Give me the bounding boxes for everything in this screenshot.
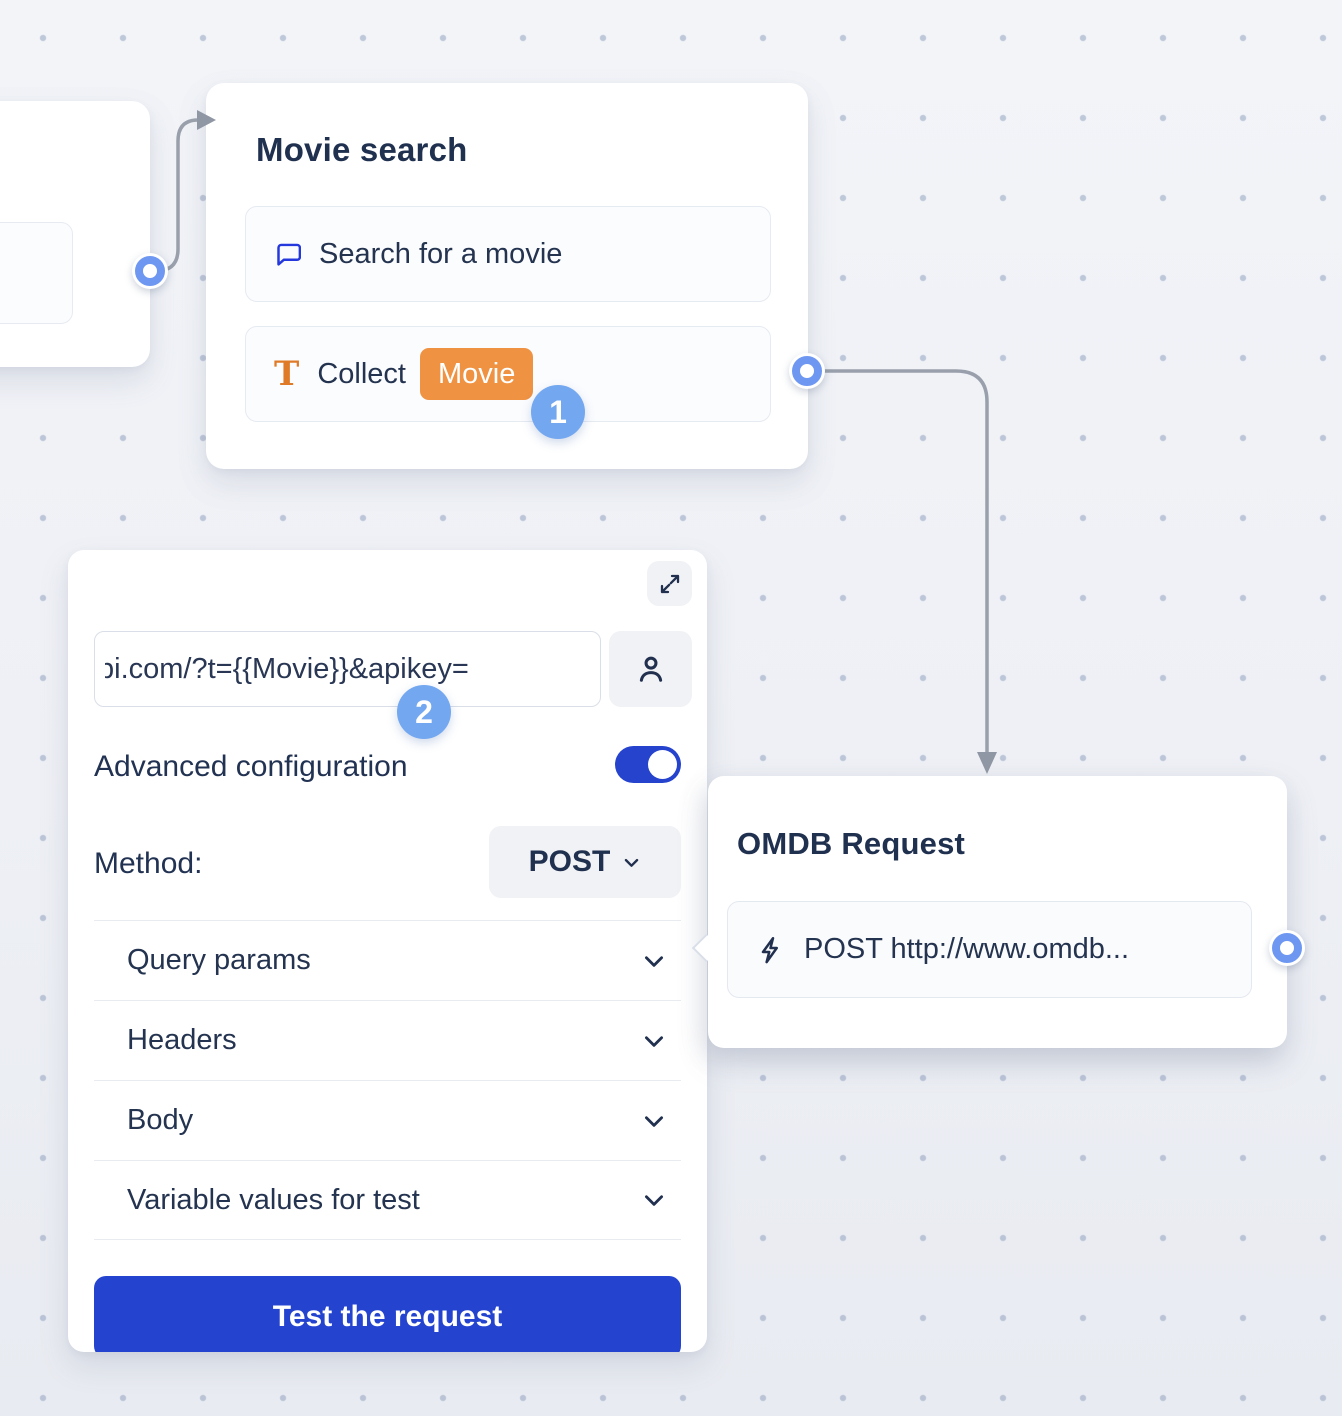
section-headers[interactable]: Headers bbox=[94, 1000, 681, 1080]
node-item-webhook[interactable]: POST http://www.omdb... bbox=[727, 901, 1252, 998]
chevron-down-icon bbox=[645, 955, 663, 967]
node-item-label: POST http://www.omdb... bbox=[804, 933, 1130, 965]
node-card-partial[interactable] bbox=[0, 101, 150, 367]
method-dropdown[interactable]: POST bbox=[489, 826, 681, 898]
output-port[interactable] bbox=[132, 253, 168, 289]
person-icon bbox=[639, 656, 662, 682]
collapsible-sections: Query params Headers Body Variable value… bbox=[94, 920, 681, 1240]
node-card-movie-search[interactable]: Movie search Search for a movie T Collec… bbox=[206, 83, 808, 469]
node-item-label: Collect bbox=[317, 357, 406, 390]
section-variable-values[interactable]: Variable values for test bbox=[94, 1160, 681, 1240]
method-value: POST bbox=[528, 845, 611, 878]
node-card-omdb-request[interactable]: OMDB Request POST http://www.omdb... bbox=[708, 776, 1287, 1048]
expand-panel-button[interactable] bbox=[647, 561, 692, 606]
output-port[interactable] bbox=[789, 353, 825, 389]
node-item-collect[interactable]: T Collect Movie bbox=[245, 326, 771, 422]
text-collect-icon: T bbox=[274, 354, 300, 394]
advanced-configuration-label: Advanced configuration bbox=[94, 750, 408, 783]
method-label: Method: bbox=[94, 847, 203, 880]
webhook-config-panel: Advanced configuration Method: POST Quer… bbox=[68, 550, 707, 1352]
node-title: OMDB Request bbox=[737, 826, 966, 861]
section-query-params[interactable]: Query params bbox=[94, 920, 681, 1000]
variable-badge: Movie bbox=[419, 347, 534, 401]
chevron-down-icon bbox=[645, 1035, 663, 1047]
output-port[interactable] bbox=[1269, 930, 1305, 966]
expand-icon bbox=[660, 574, 679, 593]
chevron-down-icon bbox=[645, 1195, 663, 1206]
node-item-label: Search for a movie bbox=[319, 237, 563, 270]
node-item-question[interactable]: Search for a movie bbox=[245, 206, 771, 302]
advanced-configuration-toggle[interactable] bbox=[615, 746, 681, 783]
test-request-button[interactable]: Test the request bbox=[94, 1276, 681, 1352]
node-item-partial[interactable] bbox=[0, 222, 73, 324]
chevron-down-icon bbox=[645, 1115, 663, 1127]
node-title: Movie search bbox=[256, 131, 468, 168]
section-body[interactable]: Body bbox=[94, 1080, 681, 1160]
chat-bubble-icon bbox=[274, 241, 301, 268]
chevron-down-icon bbox=[625, 858, 639, 867]
lightning-icon bbox=[756, 935, 786, 965]
person-button[interactable] bbox=[609, 631, 692, 707]
url-input[interactable] bbox=[94, 631, 601, 707]
step-badge-2: 2 bbox=[397, 685, 451, 739]
step-badge-1: 1 bbox=[531, 385, 585, 439]
